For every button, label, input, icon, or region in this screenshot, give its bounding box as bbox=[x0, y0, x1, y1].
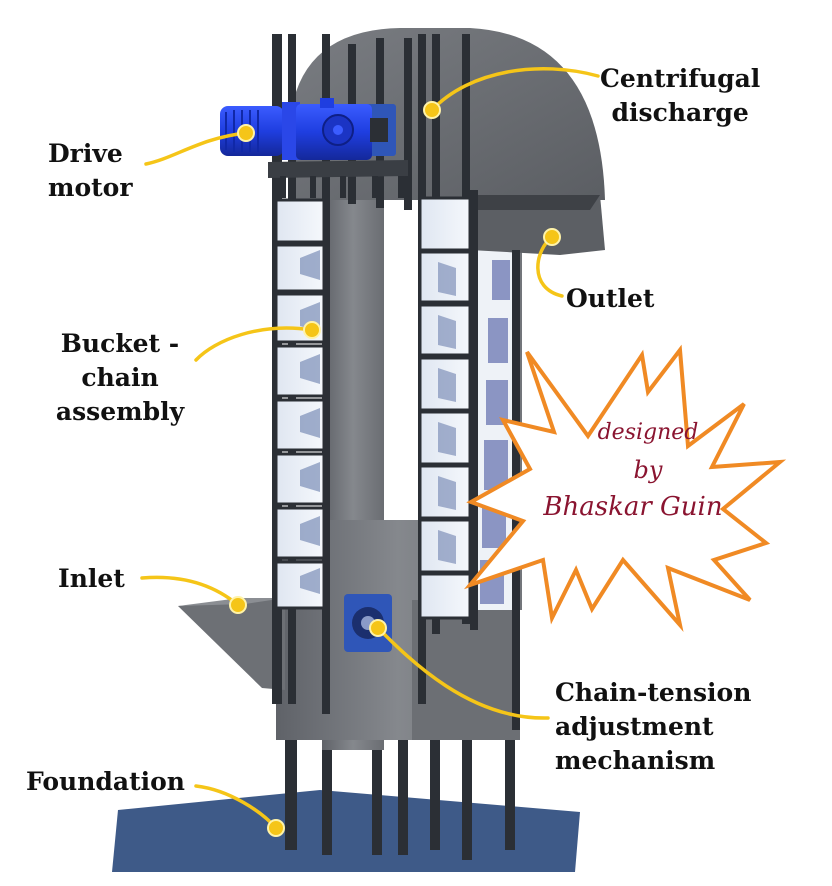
label-line: mechanism bbox=[555, 746, 716, 775]
label-line: adjustment bbox=[555, 712, 714, 741]
callout-dots bbox=[229, 101, 561, 837]
callout-line-bucket bbox=[194, 326, 314, 362]
callout-dot-drive-motor bbox=[237, 124, 255, 142]
label-line: chain bbox=[81, 363, 159, 392]
label-line: motor bbox=[48, 173, 133, 202]
callout-line-tension bbox=[376, 626, 550, 720]
callout-dot-tension bbox=[369, 619, 387, 637]
credit-designed: designed bbox=[597, 420, 699, 445]
callout-dot-inlet bbox=[229, 596, 247, 614]
label-line: Centrifugal bbox=[600, 64, 761, 93]
label-bucket-chain-assembly: Bucket - chain assembly bbox=[50, 327, 190, 429]
callout-dot-bucket bbox=[303, 321, 321, 339]
callout-dot-discharge bbox=[423, 101, 441, 119]
label-centrifugal-discharge: Centrifugal discharge bbox=[600, 62, 760, 130]
callout-dot-foundation bbox=[267, 819, 285, 837]
label-foundation: Foundation bbox=[26, 767, 185, 796]
label-line: discharge bbox=[611, 98, 749, 127]
label-line: Bucket - bbox=[60, 329, 180, 358]
inlet-hopper bbox=[178, 598, 285, 690]
callout-line-discharge bbox=[430, 66, 600, 112]
callout-line-drive-motor bbox=[144, 131, 248, 166]
left-bucket-windows bbox=[274, 198, 326, 610]
credit-by: by bbox=[633, 456, 663, 484]
label-inlet: Inlet bbox=[58, 564, 125, 593]
credit-author: Bhaskar Guin bbox=[543, 492, 723, 522]
label-line: assembly bbox=[55, 397, 185, 426]
label-line: Chain-tension bbox=[555, 678, 752, 707]
right-bucket-windows bbox=[418, 196, 472, 620]
label-line: Drive bbox=[48, 139, 123, 168]
callout-dot-outlet bbox=[543, 228, 561, 246]
label-chain-tension: Chain-tension adjustment mechanism bbox=[555, 676, 751, 778]
credit-starburst bbox=[463, 344, 787, 633]
label-outlet: Outlet bbox=[566, 284, 655, 313]
label-drive-motor: Drive motor bbox=[48, 137, 133, 205]
drive-platform bbox=[268, 160, 408, 178]
